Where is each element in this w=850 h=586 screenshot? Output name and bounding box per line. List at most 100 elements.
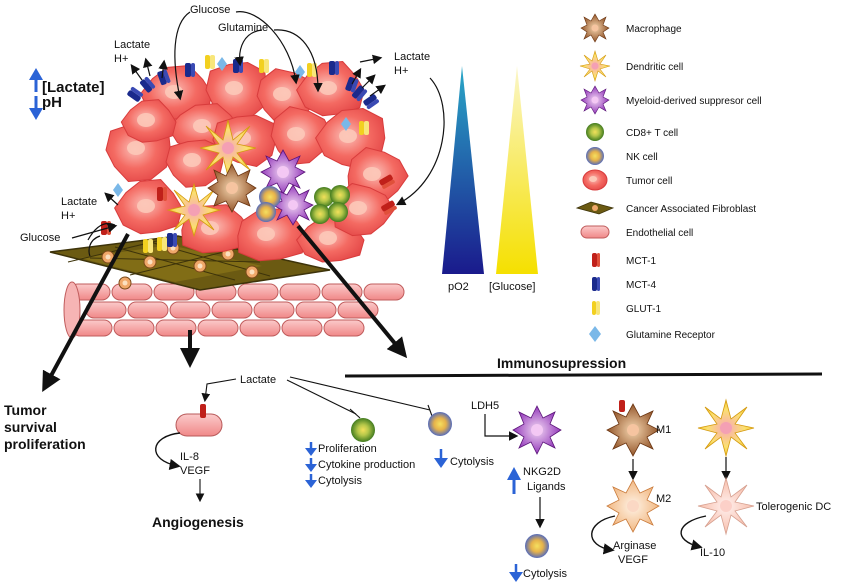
tumor-cell — [165, 139, 224, 188]
dc-immature — [697, 398, 755, 458]
nk-cytolysis: Cytolysis — [434, 449, 495, 468]
tumor-cell — [114, 179, 183, 235]
metabolite-arrows — [71, 11, 445, 257]
mdsc-icon — [580, 85, 610, 115]
nkg2d-label: NKG2D — [523, 466, 561, 478]
lactate-branches — [201, 376, 433, 419]
arrow-down-icon — [305, 474, 317, 488]
vegf-label: VEGF — [180, 465, 210, 477]
tumor-nk-cell — [256, 186, 281, 222]
mct1-icon — [592, 253, 600, 267]
tumor-macrophage — [207, 163, 257, 213]
m1-macrophage — [606, 400, 660, 457]
endothelial-cell — [279, 283, 321, 301]
glucose-gradient: [Glucose] — [489, 66, 538, 293]
legend-item: Glutamine Receptor — [589, 326, 716, 342]
legend-item: MCT-4 — [592, 277, 656, 291]
arrow-down-icon — [305, 458, 317, 472]
glut1-transporter — [359, 121, 369, 135]
endothelium — [63, 281, 405, 339]
tolerogenic-dc-label: Tolerogenic DC — [756, 501, 831, 513]
outcome-cd8-t-cell — [351, 418, 375, 442]
lactate-label-caf: Lactate — [61, 196, 97, 208]
glutamine-receptor — [113, 183, 123, 197]
il10-label: IL-10 — [700, 547, 725, 559]
endothelial-cell — [321, 283, 363, 301]
cd8-effect-label: Cytokine production — [318, 459, 415, 471]
endothelial-cell-icon — [580, 225, 610, 239]
il8-label: IL-8 — [180, 451, 199, 463]
arrow-down-icon — [29, 96, 43, 120]
tumor-cell — [270, 106, 334, 165]
po2-gradient: pO2 — [442, 66, 484, 293]
mct4-transporter — [127, 87, 143, 102]
cd8-effect-item: Proliferation — [305, 442, 377, 456]
outcome-endothelial-cell — [155, 404, 223, 470]
arrow-down-icon — [509, 564, 523, 582]
lactate-level-label: [Lactate] — [42, 79, 105, 96]
legend-item: MCT-1 — [592, 253, 656, 267]
glutamine-label: Glutamine — [218, 22, 268, 34]
cd8-effect-item: Cytolysis — [305, 474, 363, 488]
nucleus-core — [122, 280, 128, 286]
mct4-transporter — [140, 76, 156, 93]
endothelial-cell — [237, 283, 279, 301]
tumor-cd8-t-cells — [310, 185, 350, 224]
nk-cytolysis-label: Cytolysis — [450, 456, 495, 468]
legend-label: Cancer Associated Fibroblast — [626, 204, 756, 215]
legend-label: Macrophage — [626, 24, 682, 35]
endothelial-cell — [239, 319, 281, 337]
legend-item: CD8+ T cell — [586, 123, 678, 141]
tumor-survival-line-2: survival — [4, 419, 57, 435]
legend-item: Macrophage — [580, 13, 682, 43]
arrow-up-icon — [507, 467, 521, 494]
legend-label: Tumor cell — [626, 176, 672, 187]
endothelial-cell — [155, 319, 197, 337]
legend-item: Myeloid-derived suppresor cell — [580, 85, 762, 115]
endothelial-cell — [197, 319, 239, 337]
nk-cytolysis-2: Cytolysis — [509, 564, 568, 582]
h-label-caf: H+ — [61, 210, 75, 222]
angiogenesis-label: Angiogenesis — [152, 514, 244, 530]
efflux-arrows — [104, 54, 386, 206]
endothelial-cell — [323, 319, 365, 337]
arrow-down-icon — [434, 449, 448, 468]
mct4-transporter — [329, 61, 339, 75]
outcome-mdsc — [512, 405, 562, 455]
endothelial-cell — [211, 301, 253, 319]
po2-label: pO2 — [448, 281, 469, 293]
mct1-transporter — [381, 200, 397, 215]
cd8-effect-label: Cytolysis — [318, 475, 363, 487]
glutamine-receptor-icon — [589, 326, 601, 342]
legend-label: Myeloid-derived suppresor cell — [626, 96, 762, 107]
m2-macrophage — [606, 479, 660, 533]
immunosupression-heading: Immunosupression — [497, 355, 626, 371]
cd8-effect-item: Cytokine production — [305, 458, 415, 472]
m2-label: M2 — [656, 493, 671, 505]
tumor-cell-icon — [582, 169, 608, 191]
m1-label: M1 — [656, 424, 671, 436]
glut1-icon — [592, 301, 600, 315]
lactate-ph-indicator: [Lactate] pH — [29, 68, 105, 120]
tolerogenic-dc — [697, 476, 755, 536]
legend-label: Dendritic cell — [626, 62, 683, 73]
arrow-up-icon — [29, 68, 43, 92]
m2-vegf-label: VEGF — [618, 554, 648, 566]
glut1-transporter — [157, 237, 167, 251]
endothelial-cell — [281, 319, 323, 337]
nucleus-core — [105, 254, 111, 260]
immunosupression-bar — [344, 372, 823, 378]
h-label-left: H+ — [114, 53, 128, 65]
legend-label: CD8+ T cell — [626, 128, 678, 139]
glut1-transporter — [143, 239, 153, 253]
nucleus-core — [197, 263, 203, 269]
endothelial-cell — [363, 283, 405, 301]
mct1-transporter — [157, 187, 167, 201]
glutamine-receptor — [217, 57, 227, 71]
nucleus-core — [147, 259, 153, 265]
nucleus-core — [249, 269, 255, 275]
ligands-label: Ligands — [527, 481, 566, 493]
tumor-dendritic-cell-2 — [166, 182, 222, 238]
legend-item: NK cell — [586, 147, 658, 165]
